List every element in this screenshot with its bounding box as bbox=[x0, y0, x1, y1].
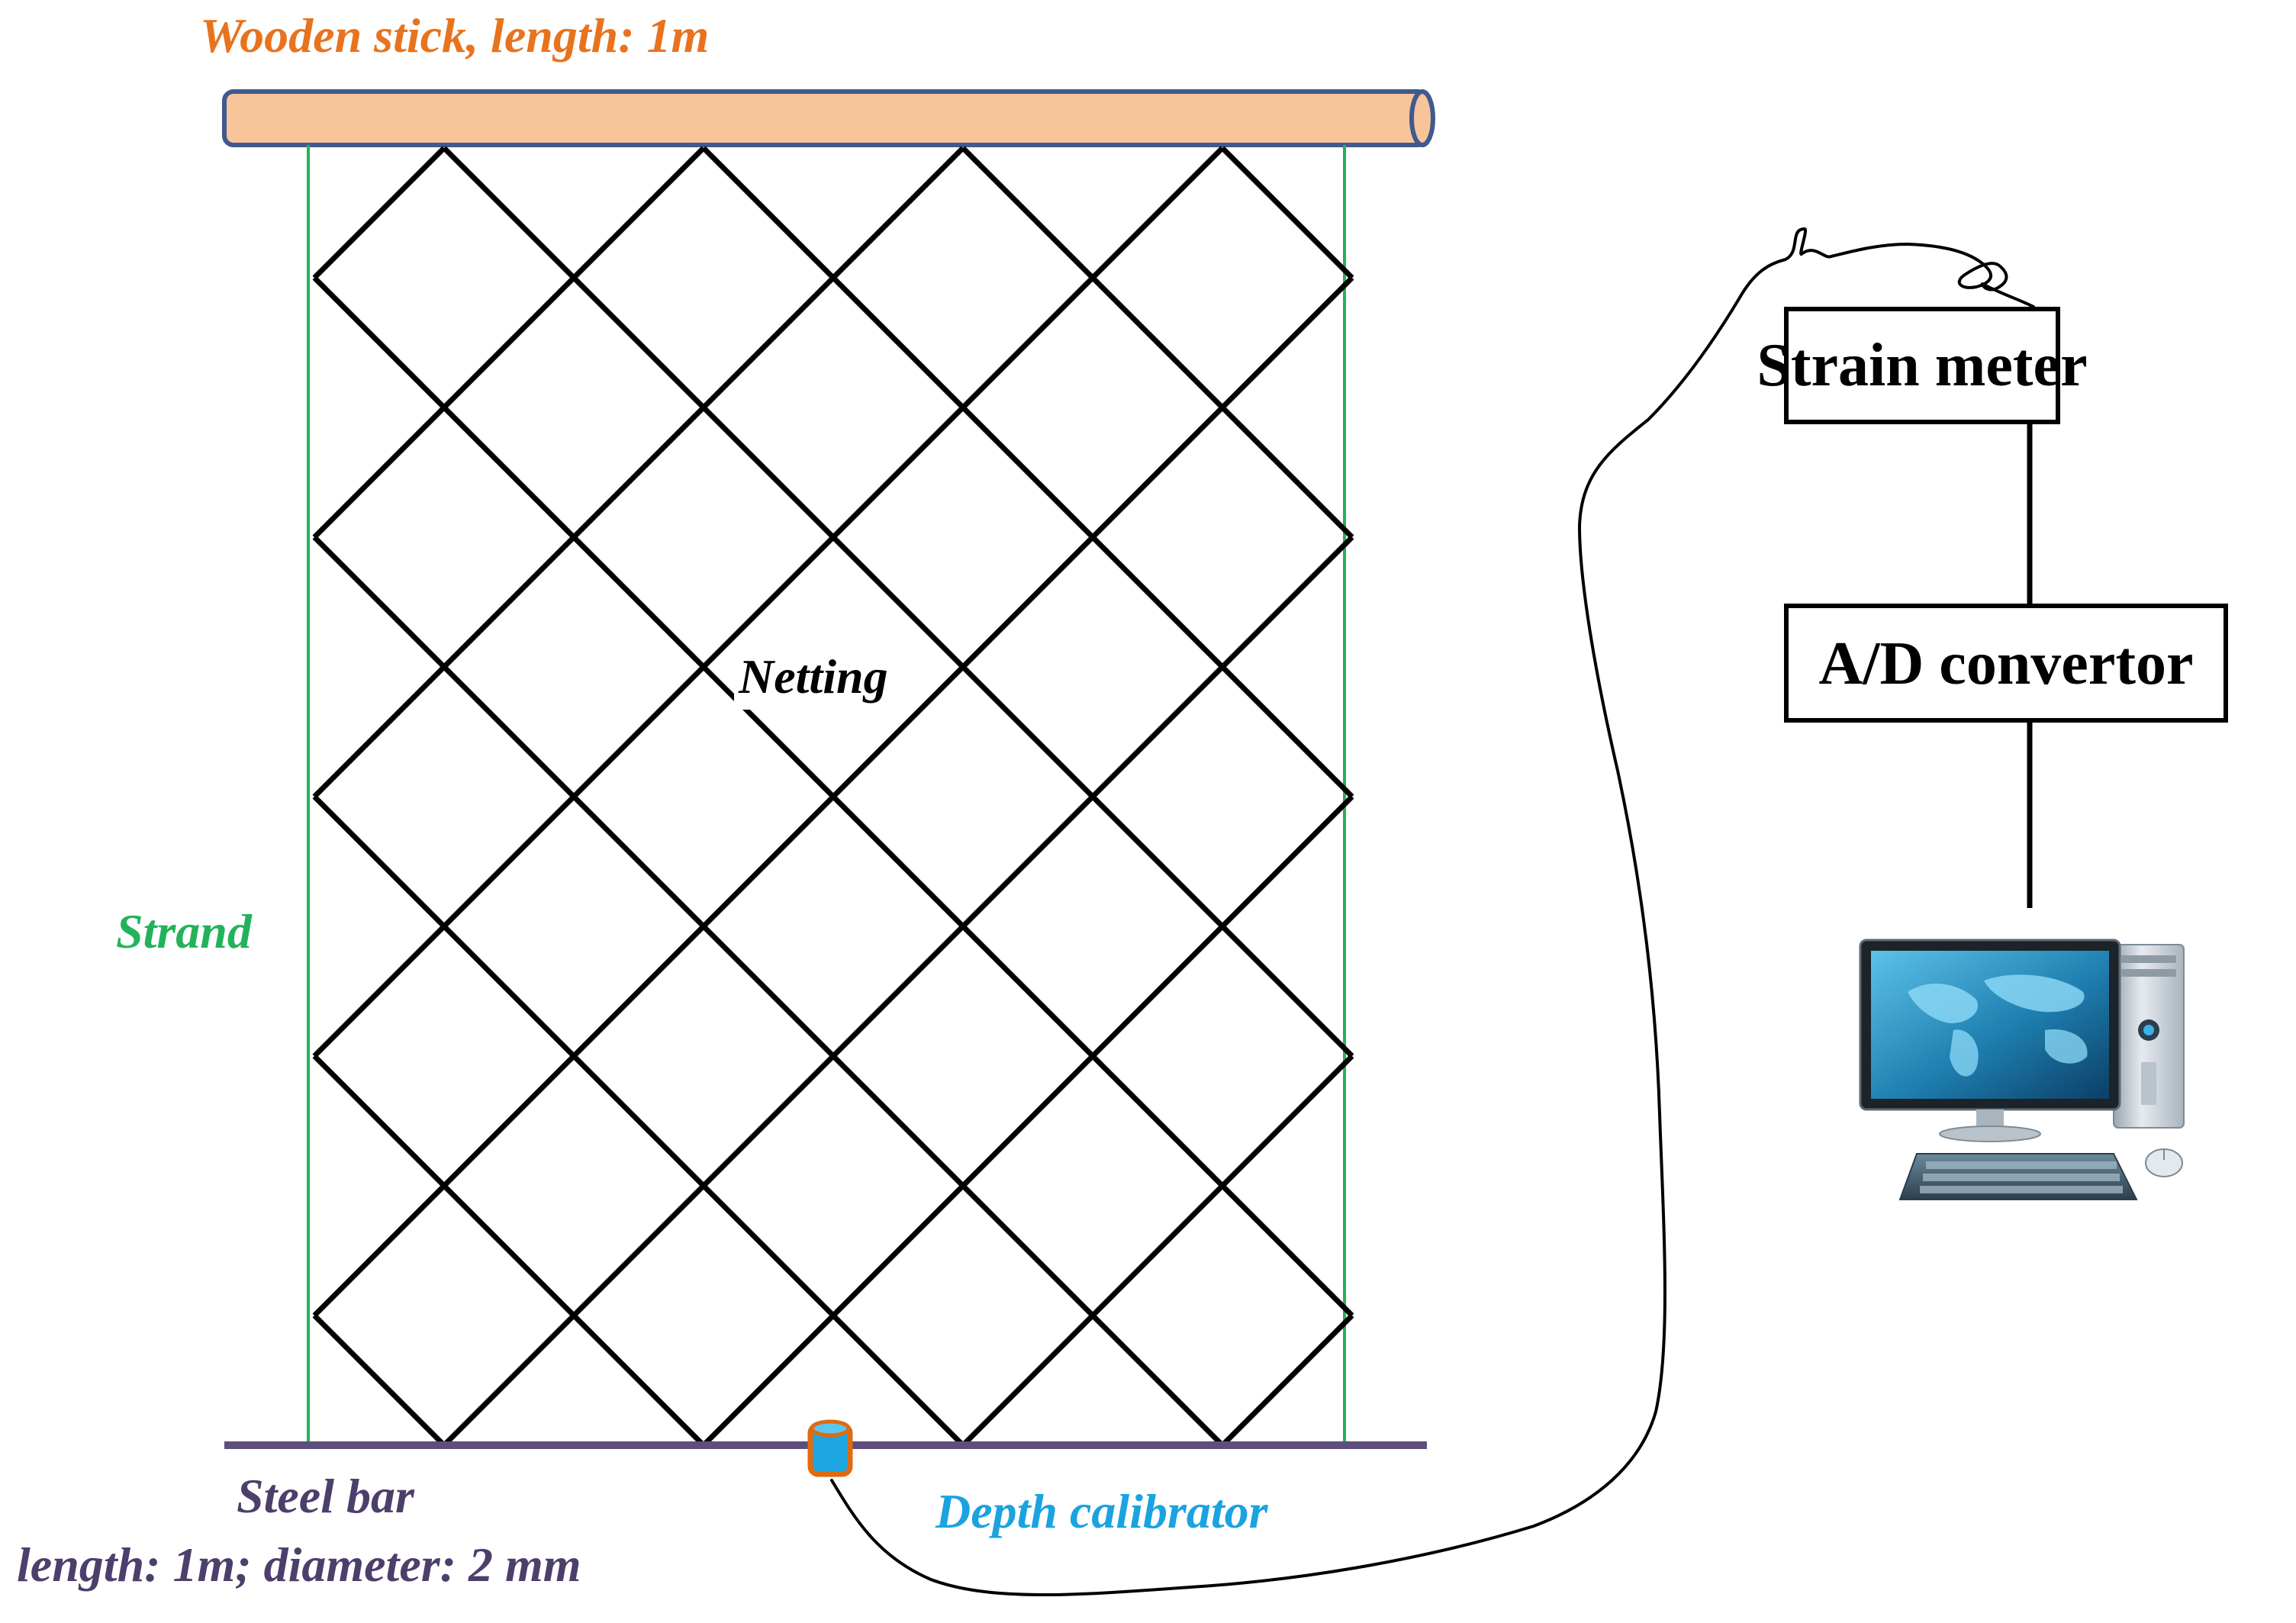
netting-twine bbox=[572, 794, 706, 929]
netting-twine bbox=[1220, 1313, 1354, 1447]
netting-twine bbox=[312, 535, 446, 669]
netting-twine bbox=[572, 275, 706, 410]
netting-twine bbox=[1090, 924, 1225, 1058]
netting-twine bbox=[961, 665, 1095, 799]
netting-twine bbox=[831, 665, 965, 799]
netting-twine bbox=[701, 1313, 836, 1447]
netting-twine bbox=[312, 924, 446, 1058]
netting-twine bbox=[1090, 146, 1225, 280]
netting-twine bbox=[442, 924, 576, 1058]
netting-twine bbox=[831, 1313, 965, 1447]
netting-twine bbox=[1090, 535, 1225, 669]
netting-twine bbox=[442, 794, 576, 929]
netting-twine bbox=[701, 146, 836, 280]
netting-twine bbox=[1220, 924, 1354, 1058]
netting-twine bbox=[701, 405, 836, 539]
netting-twine bbox=[1090, 665, 1225, 799]
netting-twine bbox=[1220, 405, 1354, 539]
wooden-stick-end-cap bbox=[1409, 89, 1435, 147]
netting-twine bbox=[1220, 535, 1354, 669]
netting-twine bbox=[1220, 1054, 1354, 1188]
netting-twine bbox=[312, 405, 446, 539]
netting-twine bbox=[312, 794, 446, 929]
netting-twine bbox=[961, 794, 1095, 929]
netting-twine bbox=[961, 1054, 1095, 1188]
netting-twine bbox=[961, 1313, 1095, 1447]
netting-twine bbox=[1090, 1054, 1225, 1188]
steel-bar-label: Steel bar bbox=[237, 1469, 415, 1523]
depth-calibrator-label: Depth calibrator bbox=[935, 1484, 1269, 1538]
netting-twine bbox=[442, 146, 576, 280]
netting-twine bbox=[1090, 405, 1225, 539]
netting-twine bbox=[312, 665, 446, 799]
netting-twine bbox=[1220, 665, 1354, 799]
netting-twine bbox=[312, 1183, 446, 1318]
netting-twine bbox=[961, 275, 1095, 410]
steel-bar-spec-label: length: 1m; diameter: 2 mm bbox=[17, 1538, 581, 1592]
netting-twine bbox=[312, 1313, 446, 1447]
netting-twine bbox=[442, 1313, 576, 1447]
netting-twine bbox=[312, 275, 446, 410]
wooden-stick-label: Wooden stick, length: 1m bbox=[200, 8, 709, 63]
netting-twine bbox=[442, 1183, 576, 1318]
netting-twine bbox=[701, 924, 836, 1058]
ad-convertor-box bbox=[1784, 604, 2228, 723]
cylinder-sensor-icon bbox=[807, 1419, 853, 1477]
netting-twine bbox=[831, 275, 965, 410]
netting-twine bbox=[1090, 1183, 1225, 1318]
netting-twine bbox=[831, 405, 965, 539]
netting-twine bbox=[572, 1183, 706, 1318]
netting-twine bbox=[442, 665, 576, 799]
netting-twine bbox=[701, 1054, 836, 1188]
netting-twine bbox=[572, 405, 706, 539]
netting-twine bbox=[1090, 275, 1225, 410]
netting-twine bbox=[831, 794, 965, 929]
netting-twine bbox=[961, 924, 1095, 1058]
signal-cable bbox=[830, 227, 2035, 1596]
netting-twine bbox=[961, 535, 1095, 669]
netting-twine bbox=[572, 1054, 706, 1188]
netting-twine bbox=[701, 665, 836, 799]
ad-convertor-label: A/D convertor bbox=[1819, 630, 2194, 697]
netting-twine bbox=[1220, 1183, 1354, 1318]
desktop-computer-icon bbox=[1859, 939, 2185, 1200]
netting-twine bbox=[831, 1183, 965, 1318]
netting-twine bbox=[961, 405, 1095, 539]
netting-label-background bbox=[734, 646, 911, 710]
netting-twine bbox=[831, 146, 965, 280]
netting-mesh bbox=[312, 146, 1354, 1447]
netting-twine bbox=[1090, 1313, 1225, 1447]
netting-twine bbox=[572, 1313, 706, 1447]
netting-twine bbox=[701, 794, 836, 929]
strand-label: Strand bbox=[116, 904, 253, 958]
netting-twine bbox=[1090, 794, 1225, 929]
strain-meter-box bbox=[1784, 307, 2060, 424]
wooden-stick bbox=[222, 89, 1435, 147]
wooden-stick-body bbox=[222, 89, 1429, 147]
netting-twine bbox=[701, 275, 836, 410]
netting-twine bbox=[572, 146, 706, 280]
netting-twine bbox=[1220, 146, 1354, 280]
netting-twine bbox=[442, 1054, 576, 1188]
netting-twine bbox=[701, 535, 836, 669]
netting-label: Netting bbox=[738, 649, 888, 704]
strain-meter-label: Strain meter bbox=[1757, 332, 2087, 399]
netting-twine bbox=[1220, 275, 1354, 410]
netting-twine bbox=[312, 146, 446, 280]
netting-twine bbox=[831, 924, 965, 1058]
netting-twine bbox=[961, 146, 1095, 280]
netting-twine bbox=[442, 535, 576, 669]
netting-twine bbox=[442, 275, 576, 410]
netting-twine bbox=[1220, 794, 1354, 929]
netting-twine bbox=[442, 405, 576, 539]
netting-twine bbox=[572, 924, 706, 1058]
netting-twine bbox=[831, 535, 965, 669]
netting-twine bbox=[831, 1054, 965, 1188]
netting-twine bbox=[961, 1183, 1095, 1318]
netting-twine bbox=[312, 1054, 446, 1188]
netting-twine bbox=[701, 1183, 836, 1318]
netting-twine bbox=[572, 665, 706, 799]
netting-twine bbox=[572, 535, 706, 669]
